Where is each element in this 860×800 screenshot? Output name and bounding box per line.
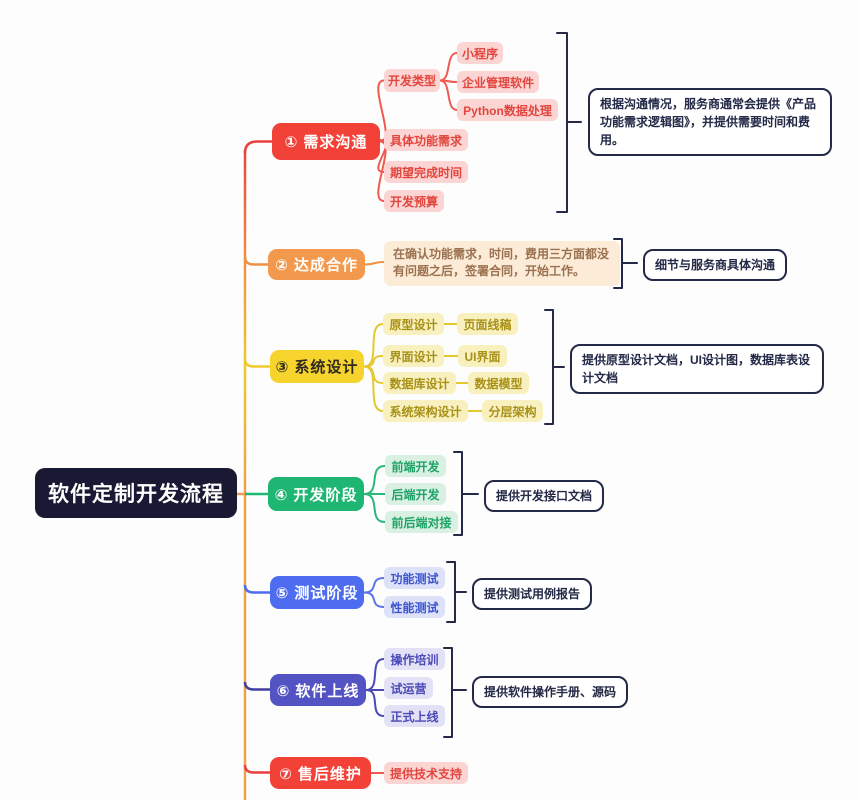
branch-node-3[interactable]: ③ 系统设计 — [270, 350, 364, 383]
topic-layered-architecture[interactable]: 分层架构 — [482, 400, 543, 422]
summary-bracket-6 — [443, 647, 467, 738]
note-branch-3[interactable]: 提供原型设计文档，UI设计图，数据库表设计文档 — [570, 344, 824, 394]
links-branch-6 — [365, 658, 385, 717]
branch-node-1[interactable]: ① 需求沟通 — [272, 123, 380, 160]
branch-node-7[interactable]: ⑦ 售后维护 — [270, 757, 371, 789]
links-branch-2 — [364, 261, 385, 266]
topic-page-wireframe[interactable]: 页面线稿 — [457, 313, 518, 335]
topic-frontend-backend-integration[interactable]: 前后端对接 — [385, 511, 458, 533]
topic-ui-interface[interactable]: UI界面 — [458, 345, 507, 367]
topic-backend-dev[interactable]: 后端开发 — [385, 483, 446, 505]
elbow-branch-5 — [243, 584, 270, 594]
topic-tech-support[interactable]: 提供技术支持 — [384, 762, 468, 784]
topic-prototype-design[interactable]: 原型设计 — [383, 313, 444, 335]
branch-node-6[interactable]: ⑥ 软件上线 — [270, 674, 366, 706]
topic-data-model[interactable]: 数据模型 — [468, 372, 529, 394]
note-branch-1[interactable]: 根据沟通情况，服务商通常会提供《产品功能需求逻辑图》，并提供需要时间和费用。 — [588, 88, 832, 156]
topic-trial-operation[interactable]: 试运营 — [384, 677, 433, 699]
summary-bracket-5 — [446, 561, 467, 623]
topic-enterprise-software[interactable]: 企业管理软件 — [457, 71, 539, 93]
topic-operation-training[interactable]: 操作培训 — [384, 648, 445, 670]
topic-official-launch[interactable]: 正式上线 — [384, 705, 445, 727]
topic-function-requirements[interactable]: 具体功能需求 — [384, 129, 468, 151]
links-branch-3 — [363, 323, 482, 412]
root-node[interactable]: 软件定制开发流程 — [35, 468, 237, 518]
branch-node-4[interactable]: ④ 开发阶段 — [268, 477, 364, 511]
branch-node-2[interactable]: ② 达成合作 — [268, 249, 365, 280]
note-branch-2[interactable]: 细节与服务商具体沟通 — [643, 249, 788, 281]
note-branch-6[interactable]: 提供软件操作手册、源码 — [472, 676, 629, 708]
branch-node-5[interactable]: ⑤ 测试阶段 — [270, 576, 364, 609]
elbow-branch-1 — [243, 140, 272, 154]
summary-bracket-1 — [556, 32, 582, 213]
topic-dev-type[interactable]: 开发类型 — [384, 69, 440, 92]
note-branch-4[interactable]: 提供开发接口文档 — [484, 480, 605, 512]
topic-cooperation-detail[interactable]: 在确认功能需求，时间，费用三方面都没有问题之后，签署合同，开始工作。 — [384, 241, 620, 286]
summary-bracket-3 — [544, 309, 565, 425]
links-branch-4 — [363, 465, 386, 523]
topic-frontend-dev[interactable]: 前端开发 — [385, 455, 446, 477]
topic-expected-time[interactable]: 期望完成时间 — [384, 161, 468, 183]
topic-performance-test[interactable]: 性能测试 — [384, 596, 445, 618]
topic-python-data[interactable]: Python数据处理 — [457, 99, 558, 121]
topic-mini-program[interactable]: 小程序 — [457, 42, 503, 64]
topic-architecture-design[interactable]: 系统架构设计 — [383, 400, 468, 422]
elbow-branch-7 — [243, 764, 270, 774]
links-branch-5 — [363, 577, 385, 608]
topic-ui-design[interactable]: 界面设计 — [383, 345, 444, 367]
note-branch-5[interactable]: 提供测试用例报告 — [472, 578, 593, 610]
elbow-branch-3 — [243, 358, 270, 368]
elbow-branch-2 — [243, 256, 268, 266]
elbow-branch-6 — [243, 681, 270, 691]
topic-database-design[interactable]: 数据库设计 — [383, 372, 456, 394]
topic-function-test[interactable]: 功能测试 — [384, 567, 445, 589]
topic-dev-budget[interactable]: 开发预算 — [384, 190, 444, 212]
